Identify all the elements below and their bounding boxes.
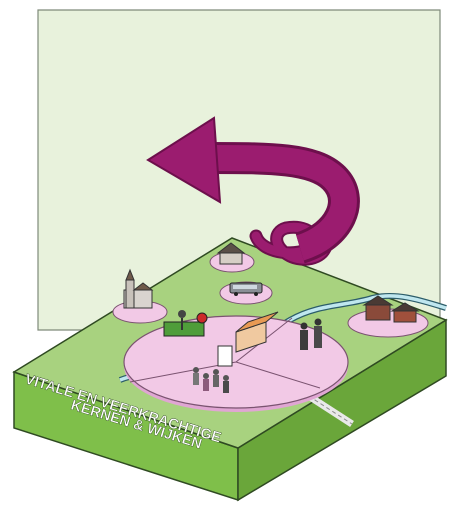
vital-cores-diagram: VITALE EN VEERKRACHTIGE KERNEN & WIJKEN: [0, 0, 460, 509]
